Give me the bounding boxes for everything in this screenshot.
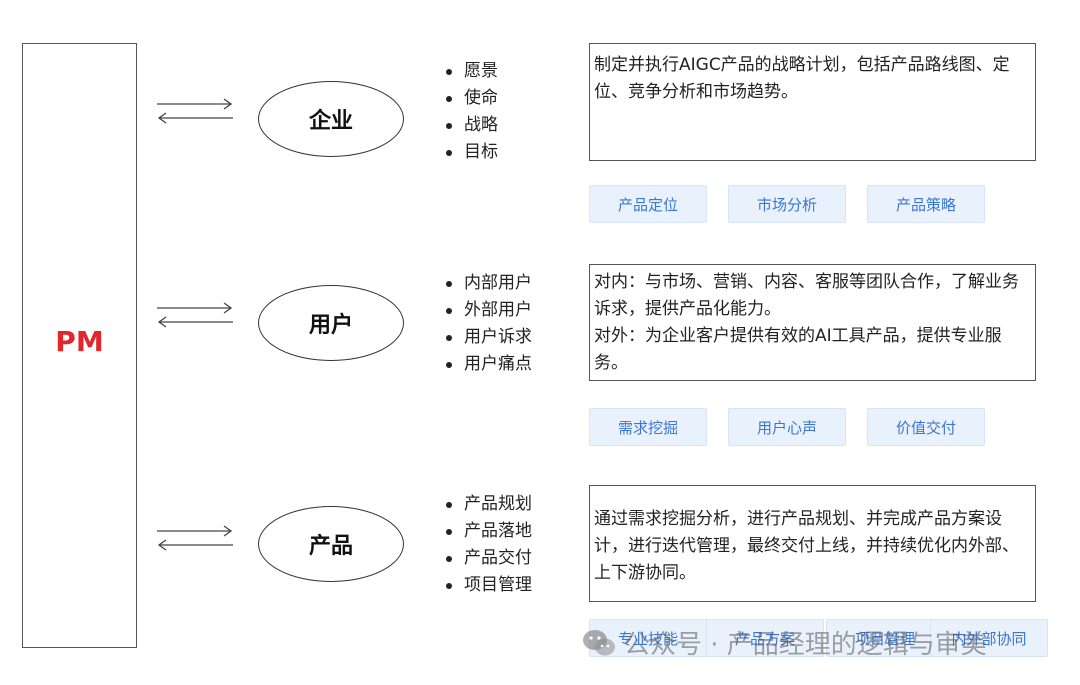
bidirectional-arrow-icon [157, 302, 233, 328]
ellipse-row-3: 产品 [258, 506, 404, 582]
list-item: 产品落地 [446, 518, 532, 545]
list-item: 目标 [446, 139, 498, 166]
tag: 内外部协同 [930, 619, 1048, 657]
bullet-list-row-2: 内部用户 外部用户 用户诉求 用户痛点 [446, 270, 532, 378]
wechat-icon [583, 629, 615, 655]
tag: 需求挖掘 [589, 408, 707, 446]
tag: 市场分析 [728, 185, 846, 223]
bullet-list-row-3: 产品规划 产品落地 产品交付 项目管理 [446, 491, 532, 599]
watermark-text: 公众号 · 产品经理的逻辑与审美 [624, 630, 987, 660]
list-item: 内部用户 [446, 270, 532, 297]
tag: 用户心声 [728, 408, 846, 446]
pm-box [22, 43, 137, 648]
watermark: 公众号 · 产品经理的逻辑与审美 [582, 624, 987, 661]
list-item: 产品交付 [446, 545, 532, 572]
ellipse-row-1: 企业 [258, 81, 404, 157]
bidirectional-arrow-icon [157, 98, 233, 124]
list-item: 战略 [446, 112, 498, 139]
description-box-row-2: 对内：与市场、营销、内容、客服等团队合作，了解业务诉求，提供产品化能力。 对外：… [589, 264, 1036, 381]
list-item: 用户诉求 [446, 324, 532, 351]
description-box-row-1: 制定并执行AIGC产品的战略计划，包括产品路线图、定位、竞争分析和市场趋势。 [589, 43, 1036, 161]
tag: 产品方案 [706, 619, 824, 657]
bullet-list-row-1: 愿景 使命 战略 目标 [446, 58, 498, 166]
bidirectional-arrow-icon [157, 525, 233, 551]
ellipse-row-2: 用户 [258, 285, 404, 361]
list-item: 愿景 [446, 58, 498, 85]
pm-label: PM [55, 325, 104, 358]
list-item: 用户痛点 [446, 351, 532, 378]
list-item: 使命 [446, 85, 498, 112]
description-box-row-3: 通过需求挖掘分析，进行产品规划、并完成产品方案设计，进行迭代管理，最终交付上线，… [589, 485, 1036, 602]
tag: 价值交付 [867, 408, 985, 446]
list-item: 项目管理 [446, 572, 532, 599]
tag: 专业技能 [589, 619, 707, 657]
list-item: 外部用户 [446, 297, 532, 324]
list-item: 产品规划 [446, 491, 532, 518]
tag: 产品策略 [867, 185, 985, 223]
tag: 产品定位 [589, 185, 707, 223]
